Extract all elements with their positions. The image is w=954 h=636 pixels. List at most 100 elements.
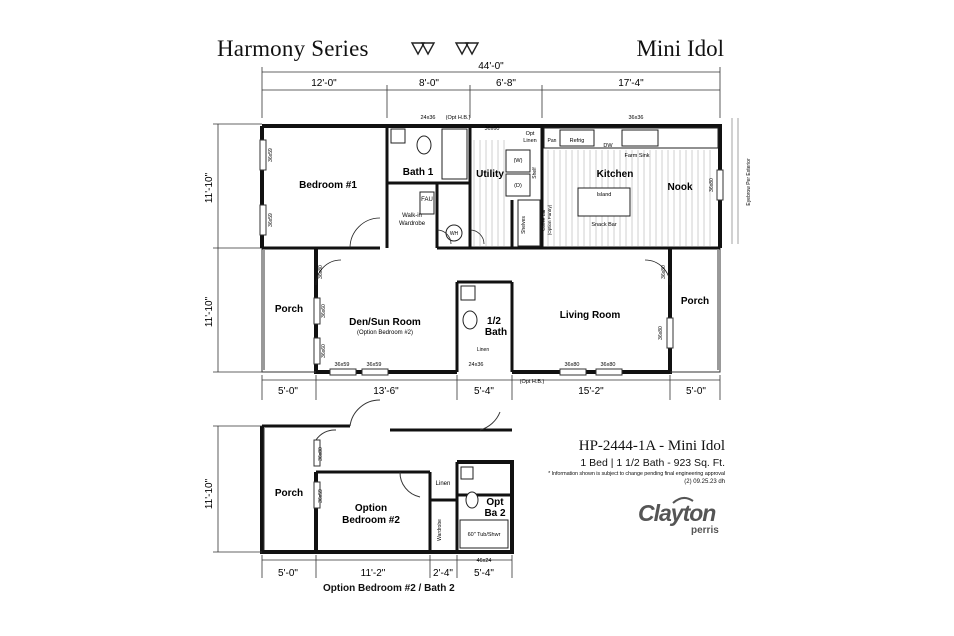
bath1-toilet-icon xyxy=(416,135,432,155)
label-refrig: Refrig xyxy=(570,138,585,144)
dimension-bottom-1: 5'-0" xyxy=(278,386,298,397)
room-wardrobe: Wardrobe xyxy=(399,221,426,227)
label-dw: DW xyxy=(603,143,613,149)
label-36x80-a: 36x80 xyxy=(565,362,580,368)
top-dimension-lines xyxy=(261,67,721,118)
left-dimension-lines xyxy=(213,123,262,373)
clayton-logo: Clayton perris xyxy=(638,497,728,540)
room-walkin: Walk-in xyxy=(402,213,422,219)
label-36x80-living: 36x80 xyxy=(658,326,664,340)
farm-sink xyxy=(621,129,659,147)
label-36x60-den-2: 36x60 xyxy=(321,344,327,358)
label-36x36: 36x36 xyxy=(629,115,644,121)
room-porch-right: Porch xyxy=(681,296,709,307)
label-fau: FAU xyxy=(421,197,433,203)
room-half-bath: 1/2 xyxy=(487,316,501,327)
option-tub xyxy=(459,519,509,549)
dimension-top-3: 6'-8" xyxy=(496,78,516,89)
dimension-bottom-2: 13'-6" xyxy=(373,386,399,397)
refrigerator xyxy=(559,129,595,147)
option-dimension-bottom-3: 2'-4" xyxy=(433,568,453,579)
option-windows xyxy=(313,439,321,509)
label-36x80-porch: 36x80 xyxy=(318,265,324,279)
room-half-bath-2: Bath xyxy=(485,327,507,338)
door-swings xyxy=(315,217,671,286)
dimension-bottom-5: 5'-0" xyxy=(686,386,706,397)
label-24x36-b: 24x36 xyxy=(469,362,484,368)
label-24x36: 24x36 xyxy=(421,115,436,121)
plan-specs: 1 Bed | 1 1/2 Bath - 923 Sq. Ft. xyxy=(580,457,725,469)
label-36x80-right: 36x80 xyxy=(661,265,667,279)
label-snack-bar: Snack Bar xyxy=(591,222,617,228)
option-dimension-left: 11'-10" xyxy=(204,478,215,509)
label-linen: Linen xyxy=(523,138,536,144)
series-title: Harmony Series xyxy=(217,36,369,61)
label-opt-hb-b: (Opt H.B.) xyxy=(520,379,545,385)
room-living: Living Room xyxy=(560,310,621,321)
utility-floor-hatch xyxy=(473,140,505,246)
option-room-bedroom-2: Bedroom #2 xyxy=(342,515,400,526)
coffee-bar xyxy=(517,199,541,247)
label-36x60-den: 36x60 xyxy=(321,304,327,318)
option-label-46x24: 46x24 xyxy=(477,558,492,564)
label-farm-sink: Farm Sink xyxy=(624,153,649,159)
dimension-top-1: 12'-0" xyxy=(311,78,337,89)
half-bath-toilet-icon xyxy=(462,310,478,330)
label-36x59-b: 36x59 xyxy=(268,213,274,227)
label-36x59-den-3: 36x59 xyxy=(335,362,350,368)
logo-swoosh-icon xyxy=(672,497,694,504)
triangle-down-icon xyxy=(410,42,480,56)
plan-disclaimer: * Information shown is subject to change… xyxy=(548,471,725,477)
fau-unit xyxy=(419,191,435,215)
label-pan: Pan xyxy=(548,138,557,144)
label-dryer: (D) xyxy=(514,183,522,189)
eyebrow-exterior xyxy=(731,118,739,244)
bath-fixtures xyxy=(390,128,531,330)
plan-revision: (2) 09.25.23 dh xyxy=(684,479,725,485)
option-room-bath: Opt xyxy=(486,497,504,508)
label-wh: WH xyxy=(450,231,459,237)
room-nook: Nook xyxy=(668,182,693,193)
bath1-shower xyxy=(441,128,468,180)
energy-rating-icons xyxy=(410,42,480,56)
option-label-36x80: 36x80 xyxy=(318,447,324,461)
interior-walls xyxy=(262,126,720,372)
bath1-sink xyxy=(390,128,406,144)
option-room-porch: Porch xyxy=(275,488,303,499)
option-bath-fixtures xyxy=(459,466,509,549)
label-island: Island xyxy=(597,192,612,198)
logo-sub: perris xyxy=(691,525,719,536)
bottom-dimension-lines xyxy=(261,375,721,400)
room-utility: Utility xyxy=(476,169,504,180)
plan-name: HP-2444-1A - Mini Idol xyxy=(578,438,725,454)
kitchen-counters xyxy=(517,127,719,247)
dimension-left-2: 11'-10" xyxy=(204,296,215,327)
option-room-bath-2: Ba 2 xyxy=(484,508,506,519)
label-shelf: Shelf xyxy=(532,167,538,179)
half-bath-sink xyxy=(460,285,476,301)
logo-brand: Clayton xyxy=(638,500,716,526)
room-den-option: (Option Bedroom #2) xyxy=(357,330,413,336)
label-washer: (W) xyxy=(514,158,523,164)
option-dimension-lines xyxy=(213,425,513,578)
room-porch-left: Porch xyxy=(275,304,303,315)
option-dimension-bottom-2: 11'-2" xyxy=(361,568,386,579)
room-bath-1: Bath 1 xyxy=(403,167,434,178)
label-36x80-b: 36x80 xyxy=(601,362,616,368)
option-room-tub: 60" Tub/Shwr xyxy=(468,532,501,538)
dryer xyxy=(505,173,531,197)
label-opt-hb: (Opt H.B.) xyxy=(446,115,471,121)
option-interior-walls xyxy=(262,424,512,552)
dimension-overall: 44'-0" xyxy=(478,61,504,72)
option-label-36x59: 36x59 xyxy=(318,489,324,503)
option-dimension-bottom-4: 5'-4" xyxy=(474,568,494,579)
option-room-wardrobe: Wardrobe xyxy=(437,519,443,541)
option-bath-sink xyxy=(460,466,474,480)
option-caption: Option Bedroom #2 / Bath 2 xyxy=(323,583,455,594)
dimension-top-2: 8'-0" xyxy=(419,78,439,89)
label-36x59-den-4: 36x59 xyxy=(367,362,382,368)
label-coffee-bar-2: (Option Pantry) xyxy=(547,204,552,235)
dimension-bottom-3: 5'-4" xyxy=(474,386,494,397)
option-room-bedroom: Option xyxy=(355,503,387,514)
